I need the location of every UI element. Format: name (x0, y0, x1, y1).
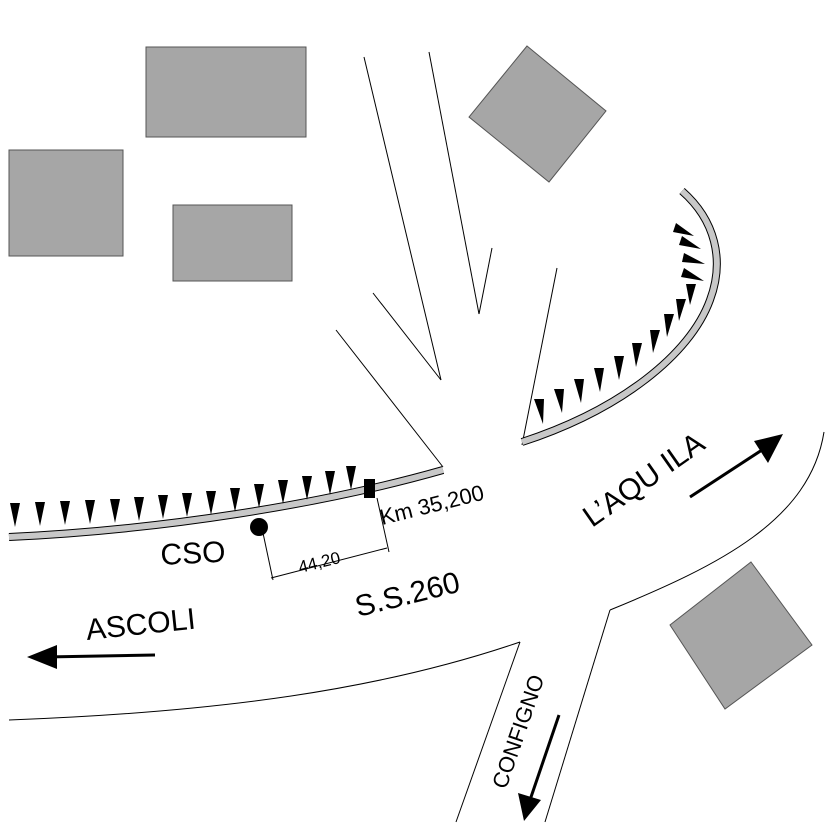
building-5 (669, 561, 813, 710)
embankment-east (520, 187, 721, 446)
direction-arrow-configno (518, 714, 561, 821)
road-edges (8, 431, 825, 823)
configno-road-east-edge (544, 609, 611, 823)
building-3 (172, 204, 293, 282)
slope-hachures-east (534, 223, 705, 424)
configno-road-west-edge (455, 641, 521, 823)
road-name-label: S.S.260 (352, 566, 464, 624)
building-2 (8, 149, 124, 257)
side-tracks (335, 51, 558, 468)
km-marker-label: Km 35,200 (377, 480, 486, 530)
building-1 (145, 46, 307, 138)
direction-arrow-ascoli (27, 645, 156, 669)
building-4 (468, 45, 607, 183)
distance-dimension (262, 497, 390, 581)
station-label: CSO (160, 536, 227, 572)
buildings (8, 45, 813, 710)
slope-hachures-west (10, 466, 356, 527)
aquila-label: L’AQU ILA (577, 426, 711, 533)
distance-label: 44,20 (296, 548, 342, 577)
direction-arrow-aquila (689, 434, 783, 499)
embankment-west (8, 466, 445, 541)
ascoli-label: ASCOLI (84, 603, 197, 647)
km-marker-icon (364, 479, 375, 498)
main-road-east-edge (609, 431, 825, 611)
station-dot-icon (250, 518, 268, 536)
main-road-south-edge (8, 641, 521, 721)
